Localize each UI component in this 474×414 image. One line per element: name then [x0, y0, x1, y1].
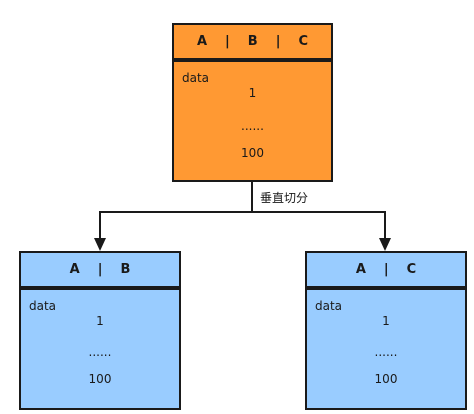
split-label: 垂直切分: [258, 189, 311, 206]
left-col-a: A: [69, 262, 80, 277]
arrowhead-left-icon: [94, 238, 106, 251]
right-col-a: A: [355, 262, 366, 277]
source-row-ellipsis: ......: [241, 119, 264, 133]
left-table-body: data 1 ...... 100: [19, 288, 181, 410]
left-table-header: A | B: [19, 251, 181, 288]
column-separator: |: [97, 262, 103, 277]
right-col-c: C: [406, 262, 417, 277]
source-col-b: B: [247, 34, 258, 49]
arrowhead-right-icon: [379, 238, 391, 251]
right-row-ellipsis: ......: [374, 345, 398, 359]
right-row-first: 1: [382, 314, 390, 328]
right-table-header: A | C: [305, 251, 467, 288]
column-separator: |: [275, 34, 281, 49]
left-row-last: 100: [88, 372, 112, 386]
right-row-last: 100: [374, 372, 398, 386]
source-row-last: 100: [241, 146, 264, 160]
right-table-body: data 1 ...... 100: [305, 288, 467, 410]
left-col-b: B: [120, 262, 131, 277]
source-col-c: C: [298, 34, 309, 49]
column-separator: |: [383, 262, 389, 277]
source-col-a: A: [196, 34, 208, 49]
left-table: A | B data 1 ...... 100: [19, 251, 181, 410]
right-data-label: data: [315, 299, 343, 313]
source-data-label: data: [182, 71, 210, 85]
source-table-header: A | B | C: [172, 23, 333, 60]
left-data-label: data: [29, 299, 57, 313]
column-separator: |: [225, 34, 230, 49]
source-table: A | B | C data 1 ...... 100: [172, 23, 333, 182]
source-row-first: 1: [248, 86, 257, 100]
source-table-body: data 1 ...... 100: [172, 60, 333, 182]
left-row-first: 1: [96, 314, 104, 328]
right-table: A | C data 1 ...... 100: [305, 251, 467, 410]
left-row-ellipsis: ......: [88, 345, 112, 359]
